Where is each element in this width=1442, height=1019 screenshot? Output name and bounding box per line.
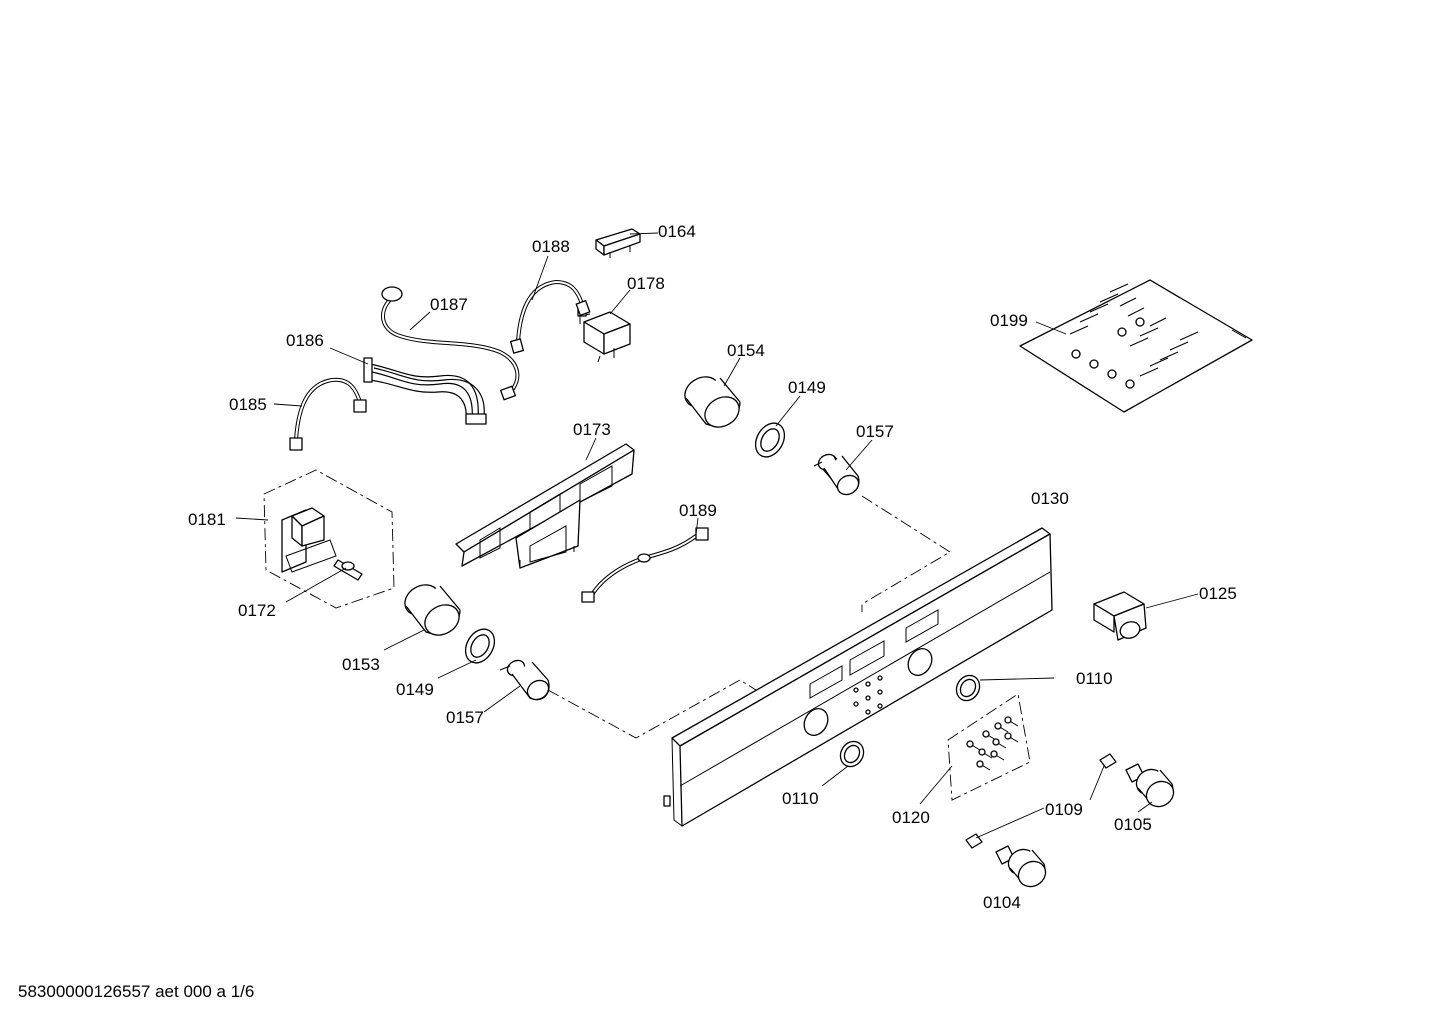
part-0188-wire-harness: [509, 279, 591, 354]
label-0164: 0164: [658, 222, 696, 241]
part-0110-ring-bottom: [839, 740, 865, 768]
label-0189: 0189: [679, 501, 717, 520]
label-0178: 0178: [627, 274, 665, 293]
label-0104: 0104: [983, 893, 1021, 912]
label-0157-top: 0157: [856, 422, 894, 441]
part-0185-cable: [289, 377, 367, 451]
part-0157-cylinder-top: [813, 453, 860, 496]
leader-lines: [235, 232, 1199, 839]
label-0105: 0105: [1114, 815, 1152, 834]
part-0109-clip-top: [1099, 753, 1117, 769]
label-0149-bottom: 0149: [396, 680, 434, 699]
label-0181: 0181: [188, 510, 226, 529]
part-0181-switch-assembly: [263, 469, 395, 609]
part-0173-frame: [455, 443, 635, 569]
part-0104-knob: [995, 845, 1047, 888]
label-0109: 0109: [1045, 800, 1083, 819]
label-0130: 0130: [1031, 489, 1069, 508]
part-0189-wire: [581, 527, 709, 603]
part-0164-bracket: [595, 228, 641, 258]
label-0125: 0125: [1199, 584, 1237, 603]
part-0154-knob-housing: [684, 376, 741, 428]
label-0110-bottom: 0110: [782, 789, 819, 808]
part-0149-ring-bottom: [464, 628, 496, 664]
part-0157-cylinder-bottom: [499, 659, 550, 701]
label-0154: 0154: [727, 341, 765, 360]
part-0130-control-panel: [663, 527, 1053, 827]
assembly-dash-lines: [547, 495, 951, 739]
part-labels: 0164 0188 0178 0187 0186 0185 0199 0154 …: [188, 222, 1237, 912]
part-0105-knob: [1125, 763, 1175, 808]
label-0185: 0185: [229, 395, 267, 414]
part-0172-screw: [333, 559, 363, 581]
label-0149-top: 0149: [788, 378, 826, 397]
label-0120: 0120: [892, 808, 930, 827]
part-0125-bracket: [1093, 591, 1147, 641]
part-0153-knob-housing: [404, 584, 461, 636]
label-0173: 0173: [573, 420, 611, 439]
part-0187-wire: [381, 286, 520, 401]
part-0149-ring-top: [754, 422, 786, 458]
label-0153: 0153: [342, 655, 380, 674]
label-0172: 0172: [238, 601, 276, 620]
part-0120-screws: [947, 693, 1031, 801]
label-0187: 0187: [430, 295, 468, 314]
document-id: 58300000126557 aet 000 a 1/6: [18, 982, 254, 1001]
part-0199-screw-bag: [1019, 279, 1253, 413]
label-0186: 0186: [286, 331, 324, 350]
label-0110-right: 0110: [1076, 669, 1113, 688]
part-0178-switch: [577, 307, 631, 363]
label-0157-bottom: 0157: [446, 708, 484, 727]
part-0186-ribbon-cable: [363, 357, 487, 425]
label-0188: 0188: [532, 237, 570, 256]
label-0199: 0199: [990, 311, 1028, 330]
part-0110-ring-right: [955, 674, 981, 702]
